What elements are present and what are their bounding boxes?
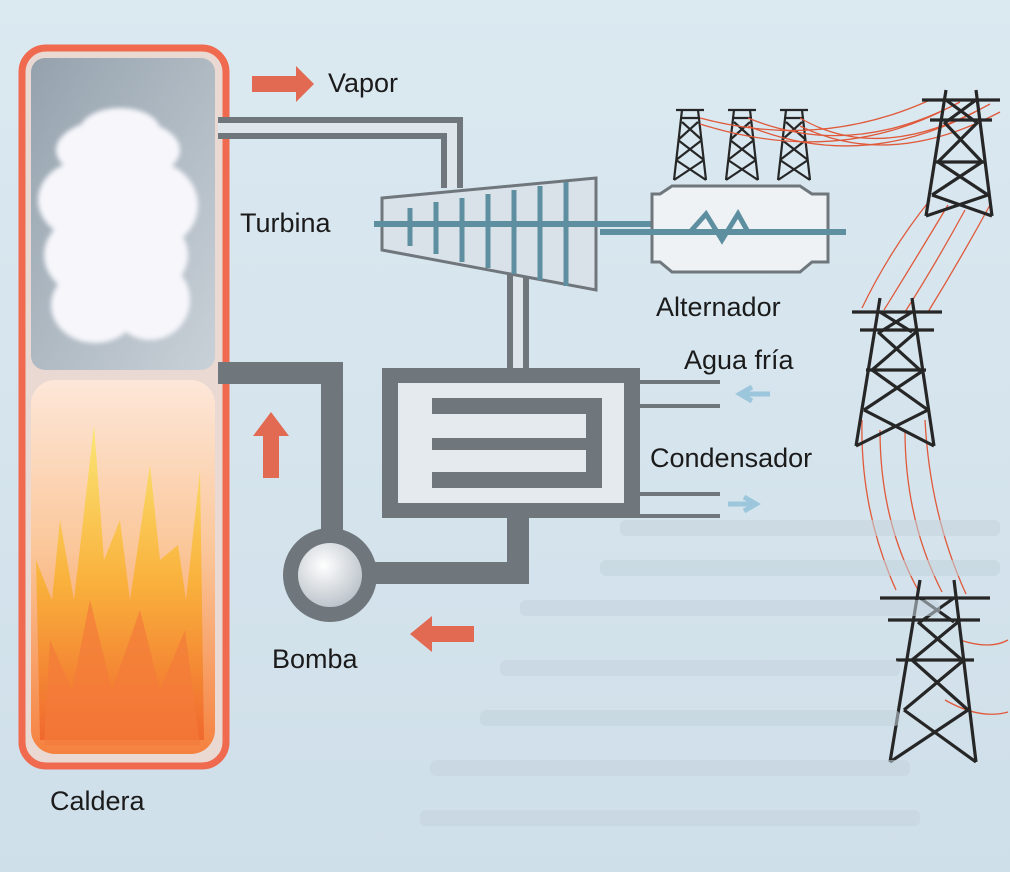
return-left-arrow-icon: [410, 616, 474, 652]
label-turbina: Turbina: [240, 208, 331, 238]
boiler: [18, 44, 230, 770]
turbine: [374, 176, 660, 292]
alternator: [600, 184, 846, 274]
pump: [283, 528, 377, 622]
flow-arrows: [252, 66, 474, 652]
pipes: [218, 117, 529, 584]
label-caldera: Caldera: [50, 786, 145, 816]
steam-arrow-icon: [252, 66, 314, 102]
cold-water-in-arrow: [735, 384, 770, 404]
steam-cloud: [38, 108, 198, 343]
water-out-arrow: [728, 494, 761, 514]
steam-pipe: [218, 117, 463, 188]
feedwater-up-arrow-icon: [253, 412, 289, 478]
condenser: [382, 368, 770, 518]
label-agua-fria: Agua fría: [684, 345, 794, 375]
label-condensador: Condensador: [650, 443, 813, 473]
feed-pipe: [218, 362, 343, 540]
return-pipe: [362, 515, 529, 584]
background-texture: [420, 520, 1000, 826]
transformer-towers: [672, 108, 812, 181]
pylon-top: [922, 89, 1000, 218]
label-vapor: Vapor: [328, 68, 399, 98]
label-bomba: Bomba: [272, 644, 358, 674]
label-alternador: Alternador: [656, 292, 781, 322]
pylon-middle: [852, 297, 942, 448]
